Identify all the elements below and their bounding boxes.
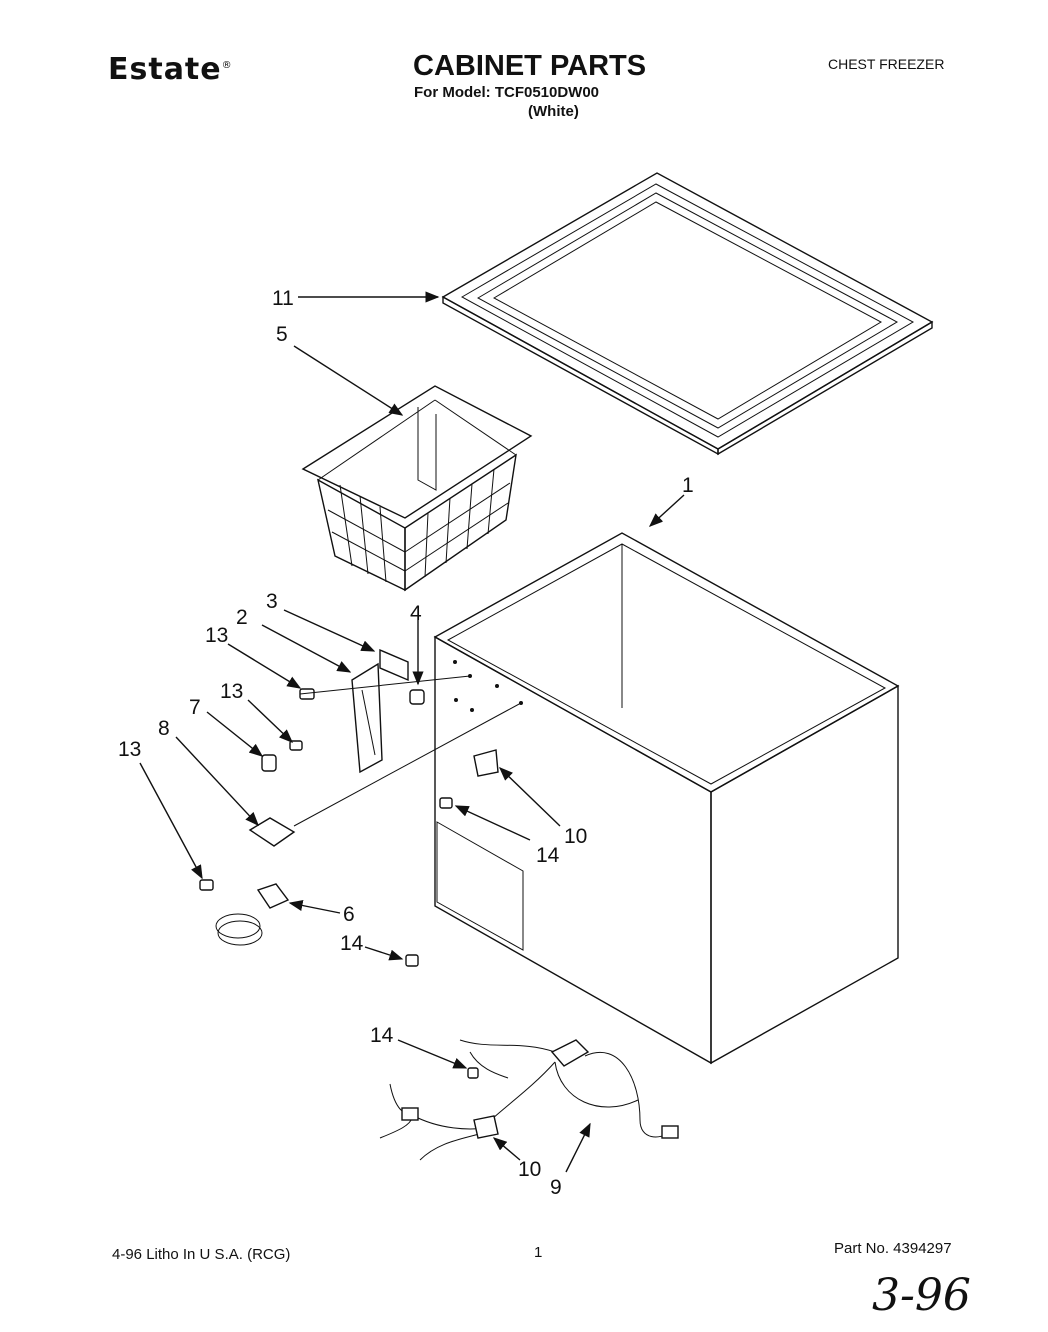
- callout-13: 13: [205, 624, 228, 647]
- callout-2: 2: [236, 606, 248, 629]
- callout-13: 13: [118, 738, 141, 761]
- callout-1: 1: [682, 474, 694, 497]
- hinge-assembly: [351, 648, 425, 774]
- callout-14: 14: [340, 932, 364, 955]
- wire-basket: [301, 385, 533, 592]
- callout-8: 8: [158, 717, 170, 740]
- freezer-cabinet: [433, 532, 900, 1065]
- color-line: (White): [528, 103, 579, 120]
- callout-10: 10: [564, 825, 587, 848]
- thermostat-parts: [215, 675, 522, 946]
- callout-14: 14: [370, 1024, 394, 1047]
- callout-labels: 11 5 1 3 2 4 13 13 7 8 13 6 10 14 14 14 …: [118, 287, 694, 1199]
- callout-10: 10: [518, 1158, 541, 1181]
- callout-9: 9: [550, 1176, 562, 1199]
- screws: [199, 688, 453, 967]
- appliance-category: CHEST FREEZER: [828, 56, 945, 72]
- callout-4: 4: [410, 602, 422, 625]
- lid-gasket-frame: [441, 172, 934, 456]
- callout-11: 11: [272, 287, 294, 310]
- part-number: Part No. 4394297: [834, 1240, 952, 1257]
- callout-3: 3: [266, 590, 278, 613]
- callout-13: 13: [220, 680, 243, 703]
- brand-name: Estate: [108, 52, 222, 87]
- callout-5: 5: [276, 323, 288, 346]
- wiring-harness: [379, 1039, 679, 1161]
- page-number: 1: [534, 1244, 543, 1261]
- callout-14: 14: [536, 844, 560, 867]
- brand-logo: Estate®: [108, 52, 233, 87]
- footer-litho: 4-96 Litho In U S.A. (RCG): [112, 1246, 291, 1263]
- handwritten-note: 3-96: [872, 1270, 971, 1321]
- callout-6: 6: [343, 903, 355, 926]
- callout-leaders: [139, 291, 685, 1173]
- callout-7: 7: [189, 696, 201, 719]
- model-line: For Model: TCF0510DW00: [414, 84, 600, 101]
- page-title: CABINET PARTS: [413, 50, 647, 82]
